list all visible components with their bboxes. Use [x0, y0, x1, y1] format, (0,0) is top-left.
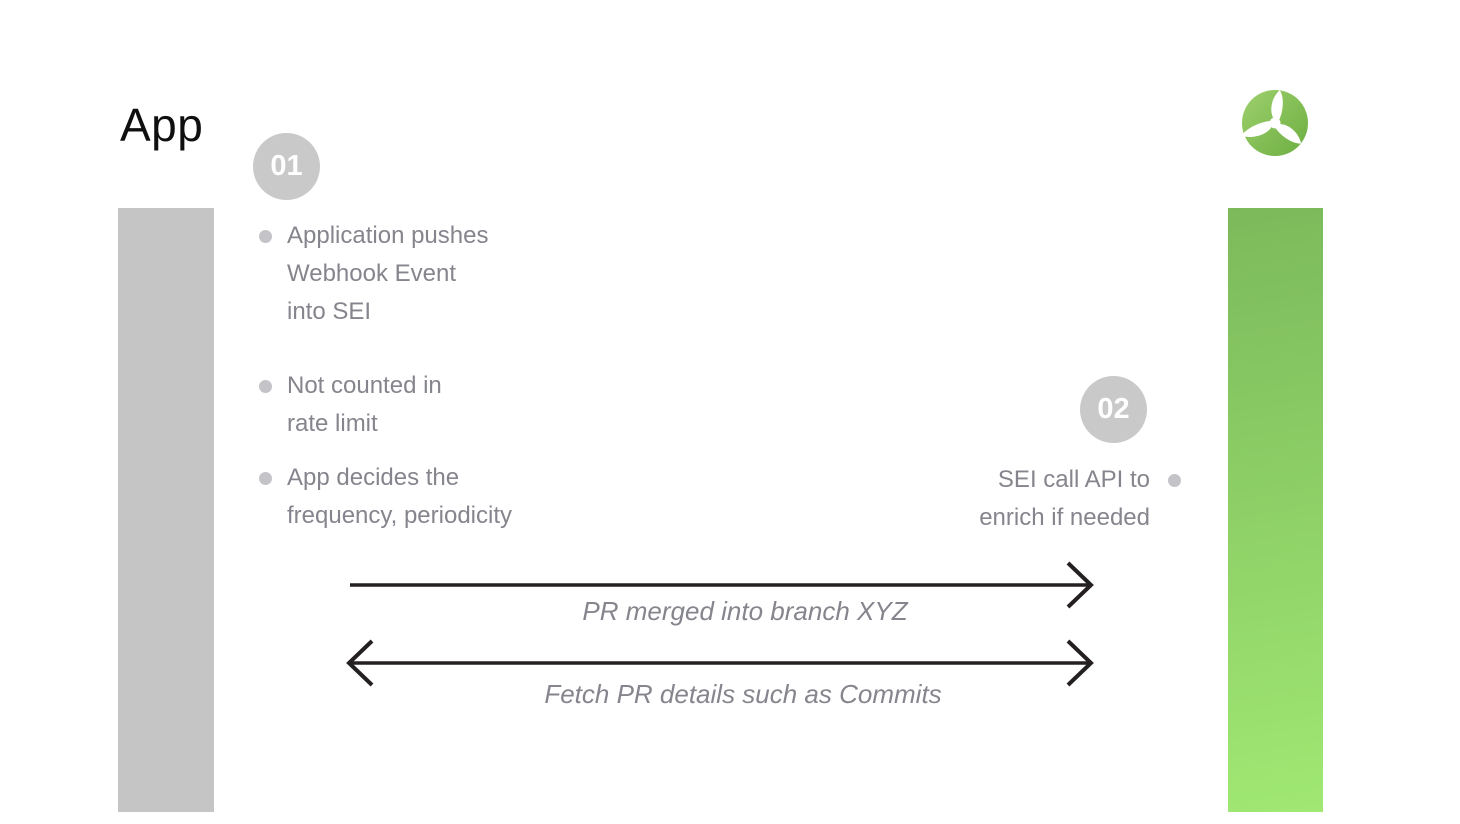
list-item: Not counted in rate limit — [259, 367, 512, 443]
bullet-text: SEI call API to enrich if needed — [979, 466, 1150, 531]
bullet-dot — [259, 472, 272, 485]
bullet-text: Not counted in rate limit — [287, 372, 442, 437]
list-item: App decides the frequency, periodicity — [259, 459, 512, 535]
sei-logo — [1241, 90, 1308, 156]
app-lane-bar — [118, 208, 214, 812]
step-1-bullet-list: Application pushes Webhook Event into SE… — [259, 217, 512, 535]
bullet-dot — [259, 230, 272, 243]
step-2-badge: 02 — [1080, 376, 1147, 443]
arrow-label: Fetch PR details such as Commits — [544, 679, 942, 709]
bullet-dot — [1168, 474, 1181, 487]
step-2-bullet: SEI call API to enrich if needed — [979, 461, 1181, 537]
bullet-text: App decides the frequency, periodicity — [287, 464, 512, 529]
bullet-text: Application pushes Webhook Event into SE… — [287, 222, 489, 325]
list-item: Application pushes Webhook Event into SE… — [259, 217, 512, 331]
bullet-dot — [259, 380, 272, 393]
sei-lane-bar — [1228, 208, 1323, 812]
arrow-label: PR merged into branch XYZ — [582, 596, 908, 626]
app-lane-title: App — [120, 99, 204, 151]
step-1-badge: 01 — [253, 133, 320, 200]
